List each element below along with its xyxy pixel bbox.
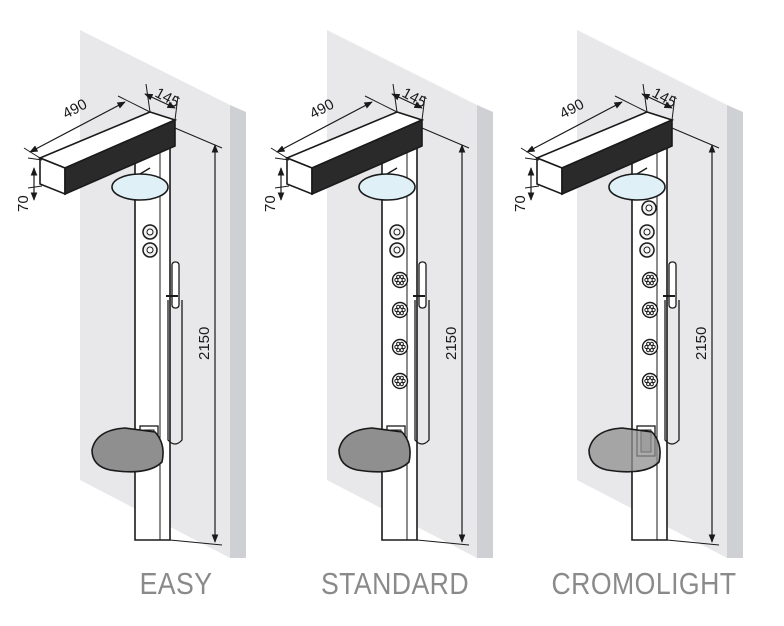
dim-label-thickness: 70 [262,195,279,212]
dim-label-height: 2150 [196,327,213,360]
folding-seat [338,427,411,473]
folding-seat [91,427,164,473]
dim-label-thickness: 70 [15,195,32,212]
rain-shower-head [358,173,416,201]
dim-line-width [144,93,176,109]
dim-line-width [641,93,673,109]
dim-line-width [391,93,423,109]
wall-edge [230,105,246,558]
folding-seat [588,427,661,473]
dim-label-height: 2150 [443,327,460,360]
panel-caption-standard: STANDARD [320,566,470,601]
dim-line-depth [29,101,126,153]
dim-label-thickness: 70 [512,195,529,212]
shower-hose [167,300,183,445]
hand-shower [668,261,677,309]
dim-line-depth [276,101,373,153]
rain-shower-head [608,173,666,201]
dim-line-depth [526,101,623,153]
panel-caption-cromolight: CROMOLIGHT [551,566,737,601]
wall-edge [727,105,743,558]
hand-shower [171,261,180,309]
shower-hose [664,300,680,445]
hand-shower [418,261,427,309]
panel-caption-easy: EASY [139,566,213,601]
wall-edge [477,105,493,558]
shower-hose [414,300,430,445]
dim-label-height: 2150 [693,327,710,360]
rain-shower-head [111,173,169,201]
